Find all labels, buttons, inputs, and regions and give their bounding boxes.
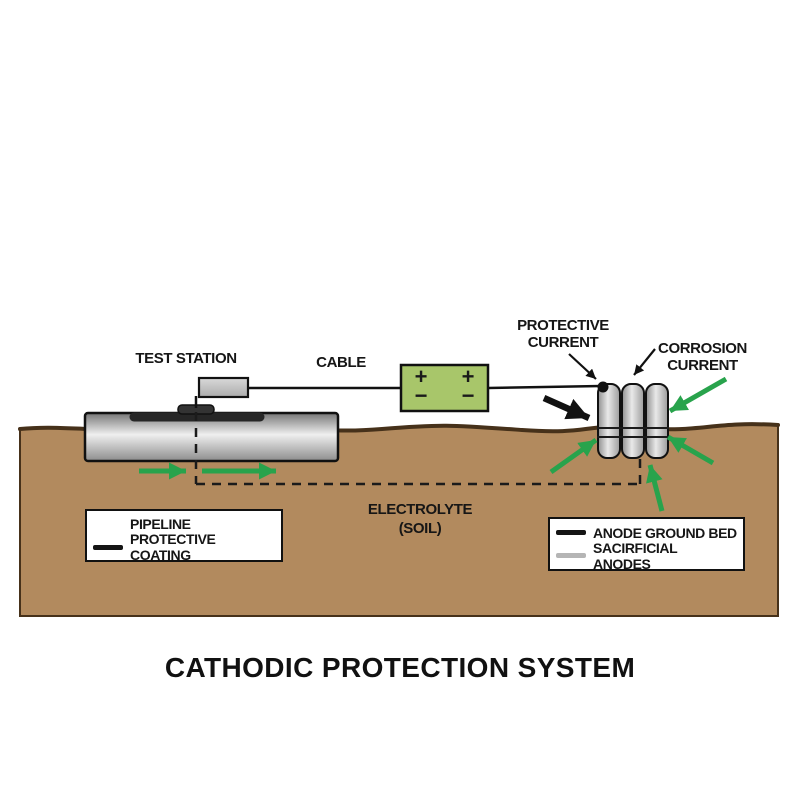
- sacrificial-anodes-legend-label: SACIRFICIAL ANODES: [593, 539, 678, 572]
- anode-2: [621, 383, 645, 459]
- protective-coating-swatch: [93, 544, 123, 550]
- protective-current-arrows: [139, 376, 728, 512]
- dashed-current-path: [194, 412, 642, 486]
- sacrificial-anodes-swatch: [556, 553, 586, 558]
- pipeline-swatch: [93, 522, 123, 527]
- battery-minus-right: −: [461, 383, 475, 408]
- legend-row-pipeline: PIPELINE: [93, 514, 275, 534]
- battery-plus-right: +: [461, 364, 475, 389]
- anode-ground-bed-swatch: [556, 530, 586, 535]
- protective-current-pointer: [568, 353, 597, 380]
- green-arrow-anode-upper-right: [668, 376, 728, 414]
- legend-row-sacrificial-anodes: SACIRFICIAL ANODES: [556, 540, 737, 572]
- battery-minus-left: −: [414, 383, 428, 408]
- cable-label: CABLE: [316, 354, 366, 371]
- protective-current-label: PROTECTIVE CURRENT: [517, 317, 609, 351]
- corrosion-current-label: CORROSION CURRENT: [658, 340, 747, 374]
- pipeline-legend-label: PIPELINE: [130, 516, 191, 532]
- test-station-label: TEST STATION: [135, 350, 237, 367]
- anode-ground-bed: [597, 381, 669, 459]
- green-arrow-anode-lower-left: [549, 437, 598, 475]
- cable-right: [487, 384, 602, 390]
- green-arrow-anode-bottom: [646, 464, 665, 512]
- cable-connection-dot: [597, 381, 609, 393]
- battery: [399, 363, 490, 413]
- black-arrow-to-anodes: [542, 395, 591, 421]
- pipeline-legend-box: PIPELINE PROTECTIVE COATING: [85, 509, 283, 563]
- green-arrow-anode-lower-right: [666, 434, 715, 466]
- anode-1: [597, 383, 621, 459]
- anode-ground-bed-legend-label: ANODE GROUND BED: [593, 524, 737, 541]
- battery-plus-left: +: [414, 364, 428, 389]
- corrosion-current-pointer: [633, 348, 656, 376]
- electrolyte-label: ELECTROLYTE (SOIL): [367, 501, 473, 537]
- diagram-title: CATHODIC PROTECTION SYSTEM: [164, 652, 636, 683]
- anode-legend-box: ANODE GROUND BED SACIRFICIAL ANODES: [548, 517, 745, 572]
- protective-coating-legend-label: PROTECTIVE COATING: [130, 531, 216, 563]
- legend-row-anode-ground-bed: ANODE GROUND BED: [556, 523, 737, 543]
- anode-3: [645, 383, 669, 459]
- legend-row-protective-coating: PROTECTIVE COATING: [93, 531, 275, 563]
- test-station-box: [197, 376, 250, 399]
